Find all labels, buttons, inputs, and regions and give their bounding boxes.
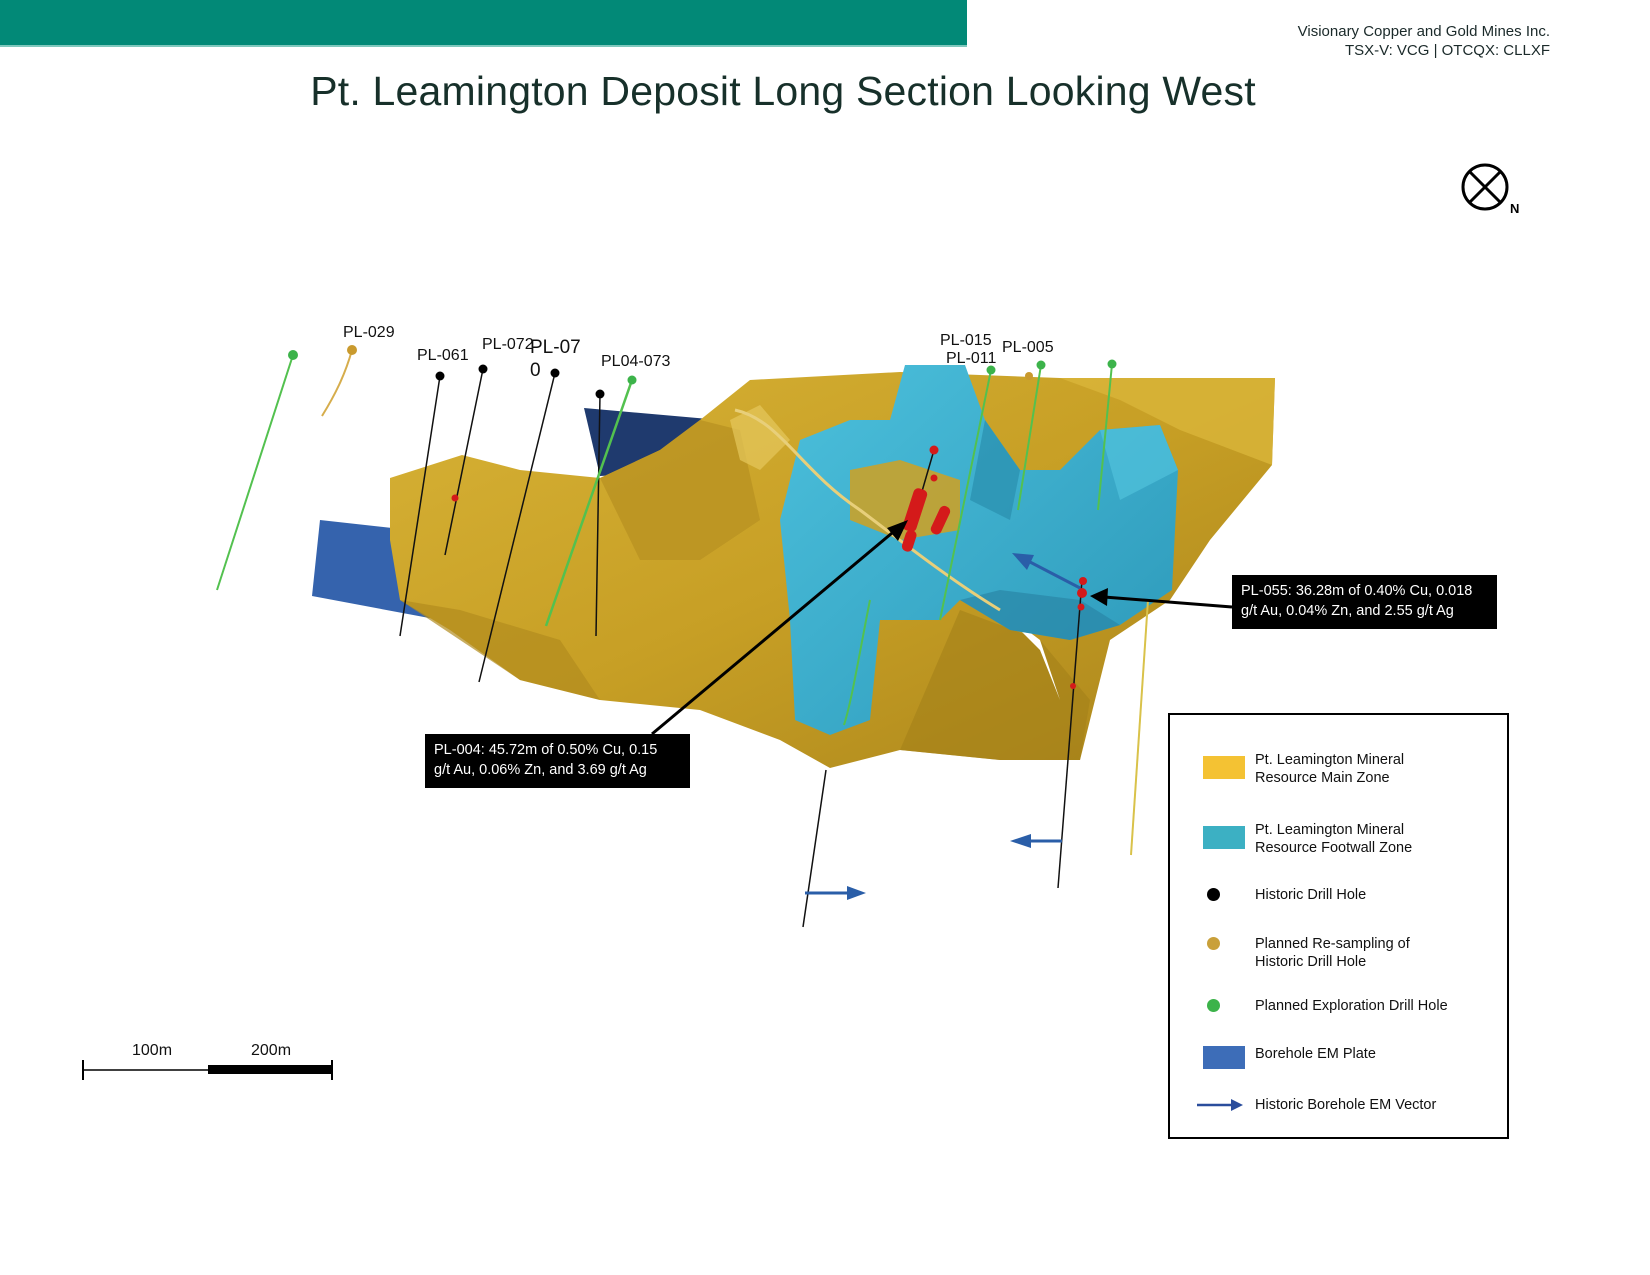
hole-label-pl061: PL-061 [417,347,469,364]
company-name: Visionary Copper and Gold Mines Inc. [1297,23,1550,40]
hole-label-pl029: PL-029 [343,324,395,341]
header-accent-bar [0,0,967,47]
callout-pl055-line2: g/t Au, 0.04% Zn, and 2.55 g/t Ag [1241,602,1454,619]
resampling-collar [1025,372,1033,380]
callout-pl004-line2: g/t Au, 0.06% Zn, and 3.69 g/t Ag [434,761,647,778]
historic-drill-hole-dot-icon [1207,888,1220,901]
hole-label-pl070-line2: 0 [530,360,541,381]
planned-hole-trace [216,354,294,591]
planned-exploration-collar [1107,359,1117,369]
historic-collar-pl072 [478,364,488,374]
legend-label: Borehole EM Plate [1255,1046,1376,1062]
scale-bar: 100m 200m [82,1040,334,1082]
legend: Pt. Leamington Mineral Resource Main Zon… [1168,713,1509,1139]
legend-label: Resource Main Zone [1255,770,1390,786]
legend-label: Pt. Leamington Mineral [1255,822,1405,838]
main-zone-swatch-icon [1203,756,1245,779]
legend-label: Planned Exploration Drill Hole [1255,998,1448,1014]
historic-collar-pl061 [435,371,445,381]
callout-pl055: PL-055: 36.28m of 0.40% Cu, 0.018 g/t Au… [1232,575,1497,629]
resampling-dot-icon [1207,937,1220,950]
historic-collar-pl070 [550,368,560,378]
planned-exploration-collar-pl011 [986,365,996,375]
drill-hole-traces [216,345,1149,928]
planned-exploration-dot-icon [1207,999,1220,1012]
planned-exploration-collar-pl04-073 [627,375,637,385]
north-arrow-icon: N [1461,163,1519,216]
hole-label-pl015: PL-015 [940,332,992,349]
legend-label: Resource Footwall Zone [1255,840,1413,856]
callout-leaders [651,520,1233,736]
hole-label-pl011: PL-011 [946,350,997,367]
historic-borehole-em-vectors [805,553,1081,900]
callout-pl004: PL-004: 45.72m of 0.50% Cu, 0.15 g/t Au,… [425,734,690,788]
callout-pl004-line1: PL-004: 45.72m of 0.50% Cu, 0.15 [434,742,658,758]
em-plate-swatch-icon [1203,1046,1245,1069]
historic-hole-trace-pl055 [1057,579,1083,889]
resampling-collar-pl029 [347,345,357,355]
legend-label: Historic Borehole EM Vector [1255,1097,1437,1113]
historic-collar [595,389,605,399]
planned-exploration-collar-pl005 [1036,360,1046,370]
legend-label: Planned Re-sampling of [1255,936,1410,952]
mineralized-intercepts [901,445,1087,689]
footwall-zone-swatch-icon [1203,826,1245,849]
legend-label: Historic Drill Hole [1255,887,1367,903]
footwall-zone-body [780,365,1178,735]
scale-bar-graphic [82,1060,333,1080]
north-label: N [1510,201,1519,216]
scale-label-200m: 200m [251,1042,292,1059]
em-vector-arrow-icon [1197,1099,1243,1111]
hole-label-pl070-line1: PL-07 [530,337,581,358]
legend-label: Pt. Leamington Mineral [1255,752,1405,768]
page-title: Pt. Leamington Deposit Long Section Look… [310,68,1256,114]
callout-pl055-line1: PL-055: 36.28m of 0.40% Cu, 0.018 [1241,583,1473,599]
scale-label-100m: 100m [132,1042,173,1059]
planned-exploration-collar [288,350,298,360]
hole-label-pl04-073: PL04-073 [601,353,671,370]
historic-hole-trace-deep [802,769,827,928]
hole-label-pl005: PL-005 [1002,339,1054,356]
company-info: Visionary Copper and Gold Mines Inc. TSX… [1298,22,1550,60]
hole-label-pl072: PL-072 [482,336,534,353]
legend-label: Historic Drill Hole [1255,954,1367,970]
ticker-symbols: TSX-V: VCG | OTCQX: CLLXF [1344,42,1550,59]
